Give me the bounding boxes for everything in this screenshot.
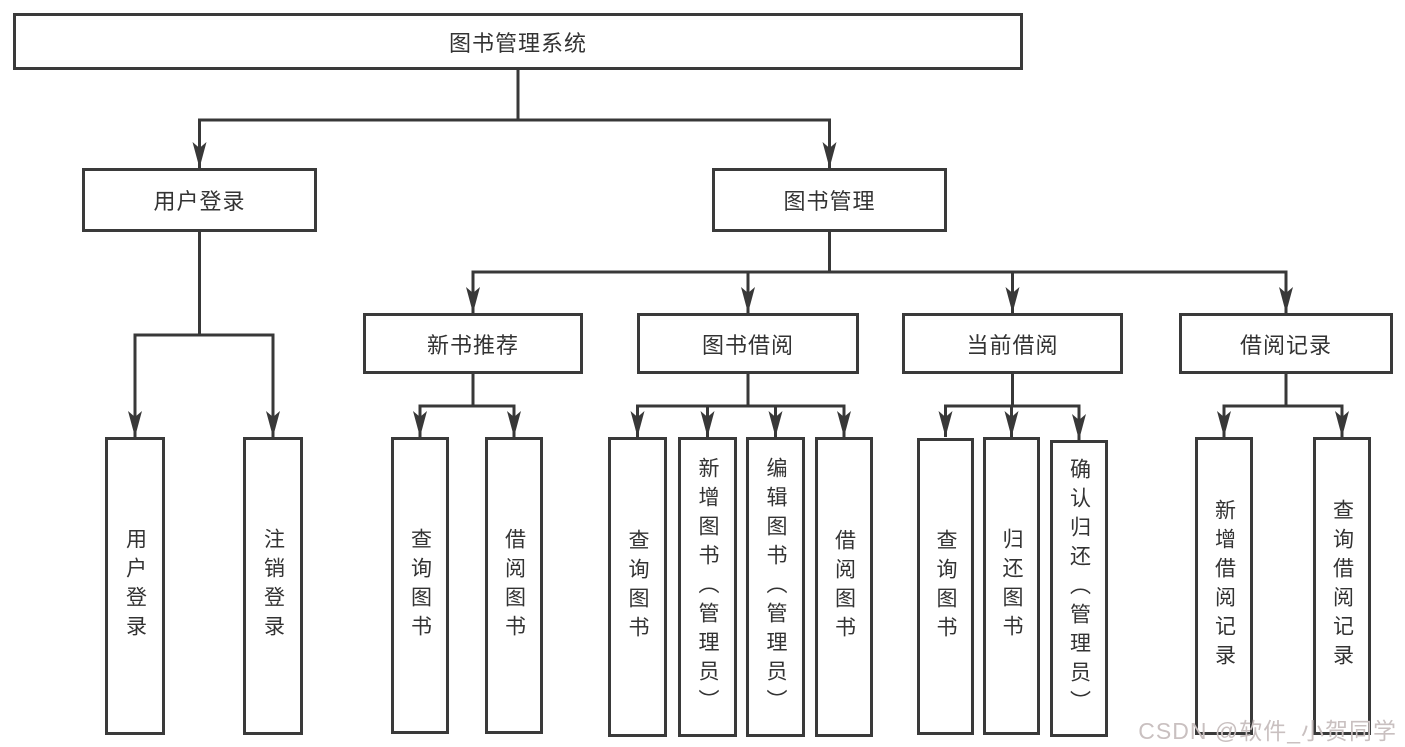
- leaf-borrow-books-recommend: 借阅图书: [485, 437, 543, 734]
- node-user-login: 用户登录: [82, 168, 317, 232]
- node-root: 图书管理系统: [13, 13, 1023, 70]
- leaf-logout-login: 注销登录: [243, 437, 303, 735]
- node-current-borrow: 当前借阅: [902, 313, 1123, 374]
- node-borrow-records: 借阅记录: [1179, 313, 1393, 374]
- leaf-query-borrow-record: 查询借阅记录: [1313, 437, 1371, 735]
- leaf-return-books: 归还图书: [983, 437, 1040, 735]
- leaf-borrow-books: 借阅图书: [815, 437, 873, 737]
- node-book-management: 图书管理: [712, 168, 947, 232]
- leaf-edit-book-admin: 编辑图书（管理员）: [746, 437, 805, 737]
- leaf-query-books-current: 查询图书: [917, 438, 974, 735]
- watermark: CSDN @软件_小贺同学: [1138, 718, 1397, 744]
- node-new-book-recommend: 新书推荐: [363, 313, 583, 374]
- leaf-add-borrow-record: 新增借阅记录: [1195, 437, 1253, 735]
- leaf-confirm-return-admin: 确认归还（管理员）: [1050, 440, 1108, 737]
- leaf-query-books-recommend: 查询图书: [391, 437, 449, 734]
- leaf-query-books-borrow: 查询图书: [608, 437, 667, 737]
- node-book-borrow: 图书借阅: [637, 313, 859, 374]
- leaf-user-login: 用户登录: [105, 437, 165, 735]
- leaf-add-book-admin: 新增图书（管理员）: [678, 437, 737, 737]
